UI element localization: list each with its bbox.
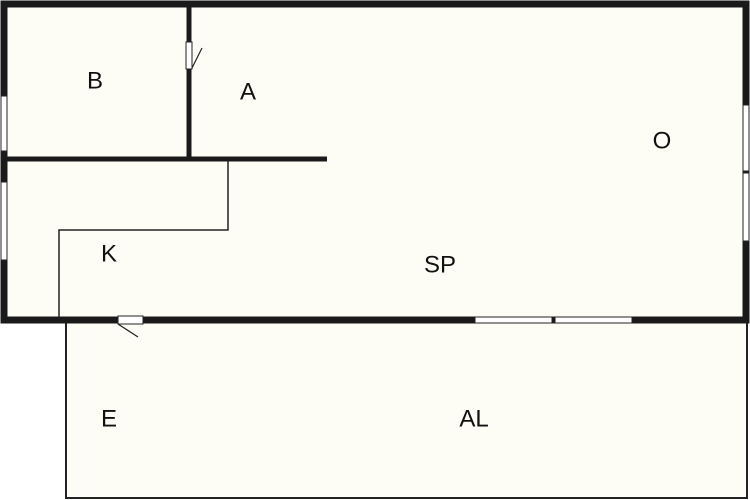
- room-label-k: K: [101, 240, 117, 267]
- room-label-o: O: [653, 127, 672, 154]
- room-label-a: A: [240, 78, 256, 105]
- window-right-bottom: [742, 172, 750, 242]
- window-right-top: [742, 104, 750, 172]
- door-b-a: [185, 41, 193, 70]
- door-entrance: [117, 315, 144, 325]
- room-label-al: AL: [459, 405, 488, 432]
- room-label-sp: SP: [424, 251, 456, 278]
- balcony-door-left: [474, 316, 553, 324]
- room-label-e: E: [101, 405, 117, 432]
- door-b-a-swing: [191, 47, 203, 69]
- window-left-top: [0, 95, 8, 152]
- door-entrance-swing: [117, 323, 139, 338]
- room-label-b: B: [87, 67, 103, 94]
- kitchen-counter: [58, 161, 229, 318]
- balcony-area: [65, 321, 748, 499]
- balcony-door-right: [554, 316, 633, 324]
- apartment-floor: [4, 4, 746, 320]
- window-left-bottom: [0, 181, 8, 261]
